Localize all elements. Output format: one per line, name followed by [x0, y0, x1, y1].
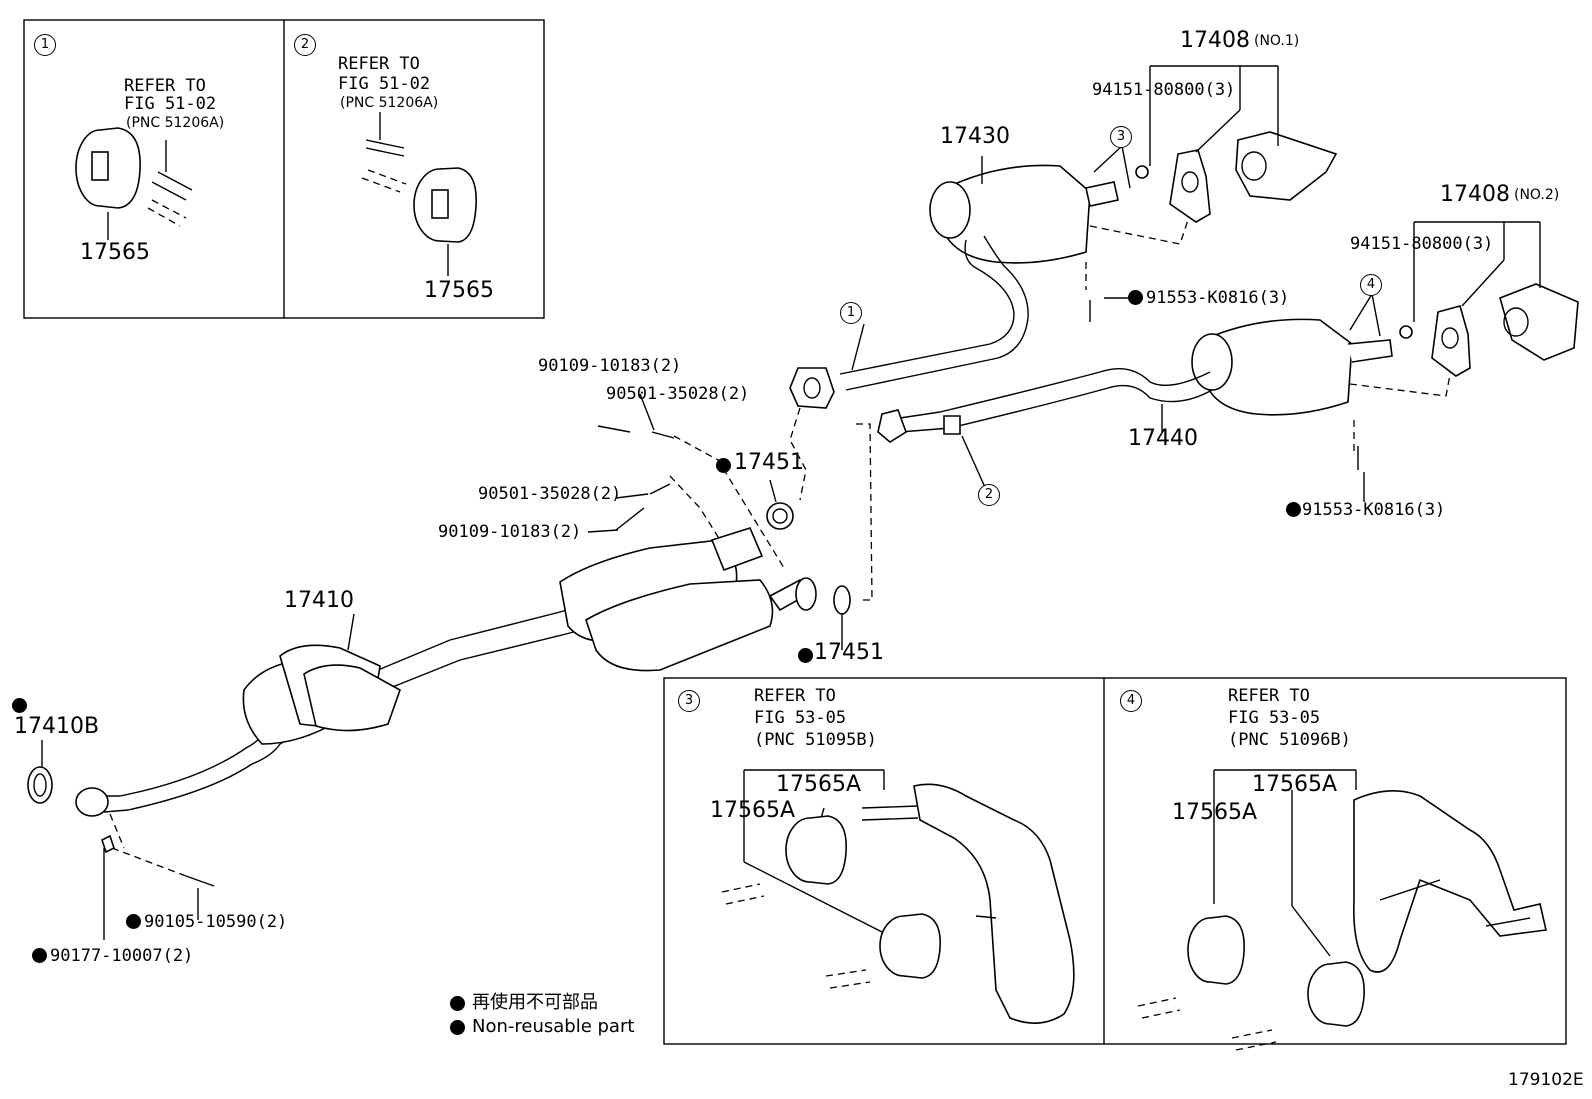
- tip-17408-no1: [1135, 131, 1338, 223]
- label-17408-no2: 17408(NO.2): [1440, 182, 1560, 207]
- inset-2-part: 17565: [424, 278, 494, 303]
- inset-2-fig: FIG 51-02: [338, 74, 431, 94]
- legend-text-jp: 再使用不可部品: [472, 992, 598, 1013]
- label-17408-no1: 17408(NO.1): [1180, 28, 1300, 53]
- spring-90501-upper: [651, 431, 675, 439]
- inset-1-refer: REFER TO: [124, 76, 206, 96]
- label-90105-10590: 90105-10590(2): [144, 912, 288, 932]
- non-reusable-dot: [32, 948, 47, 963]
- label-91553-K0816-b: 91553-K0816(3): [1302, 500, 1446, 520]
- gasket-17451-lower: [833, 585, 851, 615]
- inset-2-pnc: (PNC 51206A): [340, 95, 439, 111]
- callout-3: 3: [1110, 126, 1132, 148]
- inset-1-pnc: (PNC 51206A): [126, 115, 225, 131]
- label-17410: 17410: [284, 588, 354, 613]
- non-reusable-dot: [12, 698, 27, 713]
- bolt-90109-lower: [615, 507, 645, 531]
- gasket-17451-upper: [766, 502, 794, 530]
- legend-dot-en: [450, 1020, 465, 1035]
- legend-text-en: Non-reusable part: [472, 1016, 635, 1037]
- inset2-hanger: [361, 112, 477, 276]
- label-90501-35028-a: 90501-35028(2): [606, 384, 750, 404]
- front-pipe-17410: [27, 527, 817, 877]
- label-94151-80800-b: 94151-80800(3): [1350, 234, 1494, 254]
- tail-pipe-17440: [877, 318, 1453, 452]
- callout-2: 2: [978, 484, 1000, 506]
- legend-dot-jp: [450, 996, 465, 1011]
- inset3-hangers: [721, 769, 1075, 1024]
- callout-1: 1: [840, 302, 862, 324]
- inset-1-number: 1: [34, 34, 56, 56]
- label-90109-10183-b: 90109-10183(2): [438, 522, 582, 542]
- inset-4-part-b: 17565A: [1172, 800, 1258, 825]
- label-91553-K0816-a: 91553-K0816(3): [1146, 288, 1290, 308]
- inset1-hanger: [75, 127, 193, 240]
- inset-3-refer: REFER TO: [754, 686, 836, 706]
- inset-frame-3-4: [663, 677, 1567, 1045]
- label-17410B: 17410B: [14, 714, 100, 739]
- inset-2-refer: REFER TO: [338, 54, 420, 74]
- figure-code: 179102E: [1508, 1070, 1584, 1090]
- label-90177-10007: 90177-10007(2): [50, 946, 194, 966]
- inset-4-part-a: 17565A: [1252, 772, 1338, 797]
- label-90109-10183-a: 90109-10183(2): [538, 356, 682, 376]
- spring-90501-lower: [649, 483, 671, 495]
- non-reusable-dot: [716, 458, 731, 473]
- tip-17408-no2: [1399, 283, 1579, 377]
- inset-2-number: 2: [294, 34, 316, 56]
- inset-3-pnc: (PNC 51095B): [754, 730, 877, 750]
- inset-3-part-a: 17565A: [776, 772, 862, 797]
- inset-3-fig: FIG 53-05: [754, 708, 847, 728]
- inset-3-number: 3: [678, 690, 700, 712]
- inset-4-fig: FIG 53-05: [1228, 708, 1321, 728]
- inset-3-part-b: 17565A: [710, 798, 796, 823]
- tail-pipe-17430: [789, 164, 1189, 409]
- non-reusable-dot: [126, 914, 141, 929]
- non-reusable-dot: [1128, 290, 1143, 305]
- non-reusable-dot: [798, 648, 813, 663]
- callout-4: 4: [1360, 274, 1382, 296]
- label-90501-35028-b: 90501-35028(2): [478, 484, 622, 504]
- label-94151-80800-a: 94151-80800(3): [1092, 80, 1236, 100]
- inset-4-number: 4: [1120, 690, 1142, 712]
- label-17430: 17430: [940, 124, 1010, 149]
- inset-1-fig: FIG 51-02: [124, 94, 217, 114]
- label-17451-a: 17451: [734, 450, 804, 475]
- inset-4-pnc: (PNC 51096B): [1228, 730, 1351, 750]
- bolt-90105: [185, 875, 215, 887]
- bolt-90109-upper: [597, 425, 631, 433]
- inset4-hangers: [1137, 769, 1547, 1051]
- non-reusable-dot: [1286, 502, 1301, 517]
- label-17440: 17440: [1128, 426, 1198, 451]
- inset-1-part: 17565: [80, 240, 150, 265]
- inset-4-refer: REFER TO: [1228, 686, 1310, 706]
- label-17451-b: 17451: [814, 640, 884, 665]
